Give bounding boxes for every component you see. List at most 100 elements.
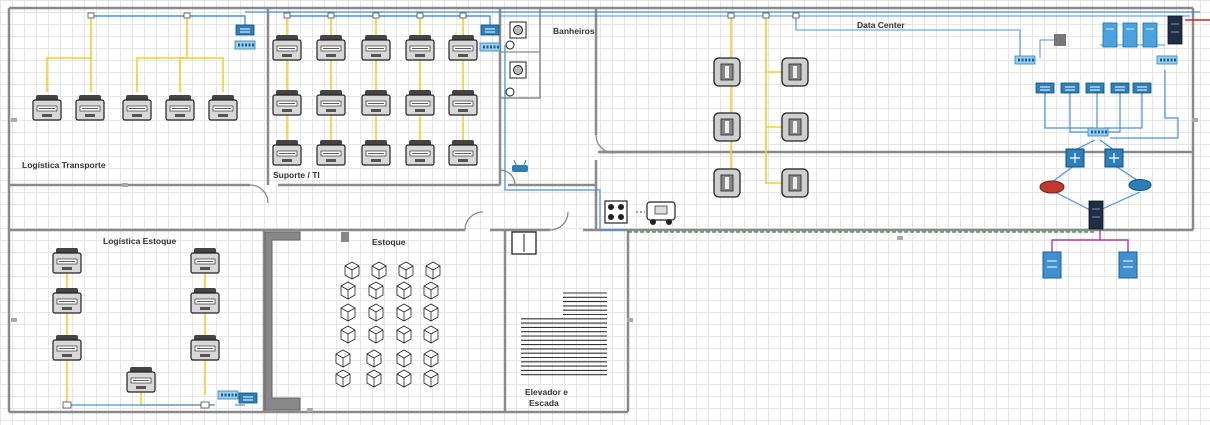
rack-unit-icon (1054, 34, 1066, 46)
server-icon (713, 168, 741, 198)
door-arc (549, 211, 569, 231)
network-jack-icon (762, 12, 770, 19)
computer-icon (448, 90, 478, 116)
patch-panel-icon (234, 40, 256, 50)
network-jack-icon (416, 12, 424, 19)
window-marker (627, 318, 633, 322)
cable (795, 16, 1021, 58)
door-arc (595, 134, 615, 154)
computer-icon (52, 288, 82, 314)
box-icon (335, 369, 351, 388)
computer-icon (190, 248, 220, 274)
multilayer-switch-icon (1065, 148, 1085, 168)
box-icon (423, 281, 439, 300)
network-jack-icon (183, 12, 191, 19)
switch-icon (1110, 82, 1130, 94)
network-jack-icon (727, 12, 735, 19)
network-jack-icon (283, 12, 291, 19)
isp-icon (1118, 251, 1138, 279)
patch-panel-icon (217, 390, 239, 400)
cable (1099, 139, 1115, 151)
cable (1054, 191, 1091, 211)
room-label-data-center: Data Center (857, 20, 905, 30)
computer-icon (122, 95, 152, 121)
cable (1105, 85, 1143, 129)
multilayer-switch-icon (1104, 148, 1124, 168)
box-icon (398, 261, 414, 280)
box-icon (340, 281, 356, 300)
server-icon (781, 168, 809, 198)
box-icon (366, 369, 382, 388)
cable (1110, 70, 1179, 139)
box-icon (396, 369, 412, 388)
window-marker (122, 183, 128, 187)
computer-icon (448, 140, 478, 166)
stairs-icon (521, 292, 607, 376)
switch-icon (480, 24, 500, 36)
cable (46, 16, 92, 92)
window-marker (11, 118, 17, 122)
tower-server-icon (1142, 22, 1158, 48)
patch-panel-icon (1156, 55, 1178, 65)
cable (1039, 39, 1060, 58)
estoque-pillar (341, 232, 349, 242)
generator-icon (646, 201, 676, 225)
tower-server-icon (1122, 22, 1138, 48)
computer-icon (316, 140, 346, 166)
bathroom-wall (500, 7, 541, 99)
box-icon (368, 325, 384, 344)
computer-icon (361, 90, 391, 116)
box-icon (340, 325, 356, 344)
box-icon (423, 303, 439, 322)
access-point-icon (512, 159, 528, 172)
box-icon (366, 349, 382, 368)
cable (136, 16, 188, 92)
rack-server-icon (1088, 200, 1104, 230)
network-jack-icon (372, 12, 380, 19)
computer-icon (272, 140, 302, 166)
switch-icon (1132, 82, 1152, 94)
computer-icon (190, 288, 220, 314)
toilet-icon (509, 61, 527, 79)
devices (11, 12, 1198, 412)
computer-icon (361, 140, 391, 166)
box-icon (340, 303, 356, 322)
box-icon (396, 325, 412, 344)
window-marker (307, 408, 313, 412)
switch-icon (1060, 82, 1080, 94)
box-icon (368, 281, 384, 300)
cable (1100, 239, 1129, 252)
router-icon (1128, 179, 1152, 191)
server-icon (713, 112, 741, 142)
cable (1074, 139, 1096, 151)
elevator-icon (511, 231, 537, 255)
window-marker (897, 236, 903, 240)
cable (1099, 191, 1141, 211)
computer-icon (126, 367, 156, 393)
box-icon (396, 303, 412, 322)
room-label-logistica-transporte: Logística Transporte (22, 160, 106, 170)
tower-server-icon (1102, 22, 1118, 48)
box-icon (335, 349, 351, 368)
computer-icon (52, 335, 82, 361)
computer-icon (272, 35, 302, 61)
rack-server-icon (1167, 15, 1183, 45)
computer-icon (52, 248, 82, 274)
room-label-suporte-ti: Suporte / TI (273, 170, 320, 180)
room-labels: Logística Transporte Suporte / TI Banhei… (22, 20, 905, 408)
patch-panel-icon (479, 42, 501, 52)
computer-icon (316, 35, 346, 61)
cable (1044, 85, 1095, 129)
computer-icon (32, 95, 62, 121)
cable (1069, 85, 1095, 133)
sink-icon (505, 40, 515, 50)
sink-icon (505, 87, 515, 97)
computer-icon (165, 95, 195, 121)
cable (179, 57, 187, 92)
box-icon (371, 261, 387, 280)
computer-icon (405, 35, 435, 61)
computer-icon (316, 90, 346, 116)
computer-icon (361, 35, 391, 61)
